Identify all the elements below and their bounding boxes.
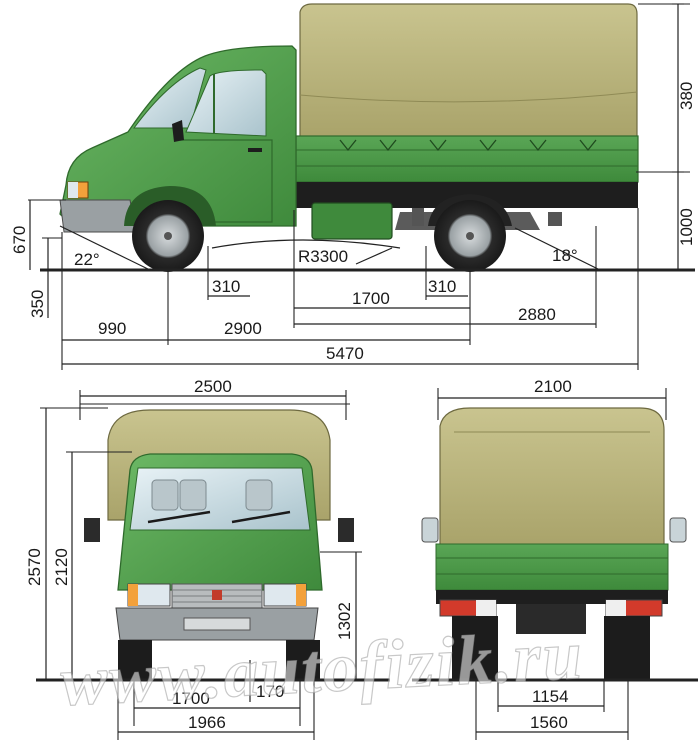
front-view: 2500 2570 2120 1302 1700 170 1966 xyxy=(25,377,390,740)
side-view: 380 1000 670 350 22° 18° R3300 310 310 1… xyxy=(10,3,696,370)
dim-front-clearance: 310 xyxy=(212,277,240,296)
side-windshield xyxy=(133,67,207,129)
side-awning xyxy=(299,3,638,139)
dim-axle-gap: 1154 xyxy=(532,687,569,706)
dim-platform-width: 2100 xyxy=(534,377,572,396)
dim-departure-angle: 18° xyxy=(552,246,578,265)
dim-cab-height: 2120 xyxy=(52,548,71,586)
dim-approach-angle: 22° xyxy=(74,250,100,269)
dim-overall-height: 2570 xyxy=(25,548,44,586)
rear-awning xyxy=(439,407,665,547)
dim-front-overhang: 990 xyxy=(98,319,126,338)
dim-platform-axle: 1700 xyxy=(352,289,390,308)
front-dimension-lines xyxy=(40,390,362,740)
dim-hood-height: 1302 xyxy=(335,602,354,640)
side-dimension-lines xyxy=(28,3,690,370)
side-front-bumper xyxy=(59,199,137,233)
rear-tailgate xyxy=(435,543,669,591)
dim-front-track: 1700 xyxy=(172,689,210,708)
side-door-window xyxy=(185,69,267,137)
dim-min-clearance: 170 xyxy=(256,682,284,701)
side-cargo-board xyxy=(295,135,639,183)
dim-turn-radius: R3300 xyxy=(298,247,348,266)
dim-awning-height: 380 xyxy=(677,82,696,110)
dim-overall-length: 5470 xyxy=(326,344,364,363)
dim-platform-length: 2880 xyxy=(518,305,556,324)
dim-bumper-height: 670 xyxy=(10,226,29,254)
rear-dimension-lines xyxy=(437,388,667,740)
dim-rear-track: 1560 xyxy=(530,713,568,732)
dim-front-clearance-height: 350 xyxy=(28,290,47,318)
dim-platform-height: 1000 xyxy=(677,208,696,246)
dim-overall-width: 2500 xyxy=(194,377,232,396)
dim-rear-clearance: 310 xyxy=(428,277,456,296)
dim-body-width: 1966 xyxy=(188,713,226,732)
dim-wheelbase: 2900 xyxy=(224,319,262,338)
rear-view: 2100 1154 1560 xyxy=(412,377,698,740)
fuel-tank xyxy=(311,202,393,240)
